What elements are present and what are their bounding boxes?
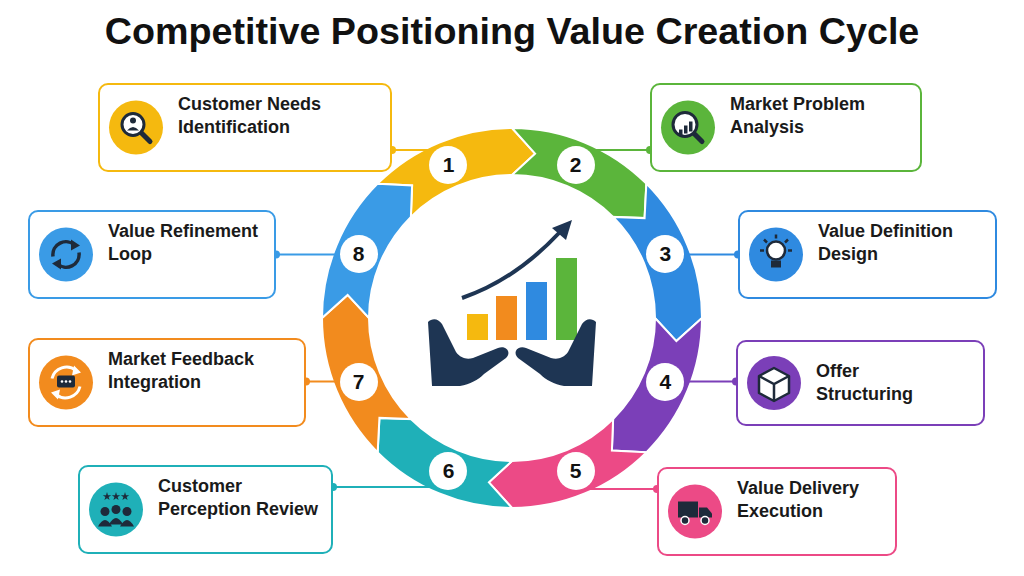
leader-group — [302, 378, 344, 386]
leader-group — [680, 250, 742, 258]
leader-line — [276, 253, 340, 255]
callout-number: 3 — [660, 242, 672, 266]
step-number: 8 — [340, 235, 378, 273]
step-icon — [659, 469, 735, 554]
ring-segment — [612, 318, 702, 452]
callout-number: 6 — [443, 459, 455, 483]
leader-line — [333, 487, 448, 490]
step-icon — [738, 342, 814, 424]
step-number: 4 — [646, 363, 684, 401]
step-label: Value Definition Design — [818, 220, 993, 266]
leader-group — [680, 378, 740, 386]
step-icon — [652, 85, 728, 170]
step-icon — [100, 85, 176, 170]
callout-number: 7 — [353, 370, 365, 394]
ring-segment — [512, 128, 646, 218]
step-label: Customer Perception Review — [158, 475, 331, 521]
step-box: Offer Structuring — [736, 340, 985, 426]
ring-segment — [322, 295, 411, 452]
ring-segment — [613, 184, 702, 341]
step-label: Market Problem Analysis — [730, 93, 920, 139]
step-box: Value Refinement Loop — [28, 210, 276, 299]
step-box: Market Feedback Integration — [28, 338, 306, 427]
step-number: 1 — [429, 146, 467, 184]
ring-segment — [489, 419, 646, 508]
step-number: 7 — [340, 363, 378, 401]
step-box: Market Problem Analysis — [650, 83, 922, 172]
step-icon — [740, 212, 816, 297]
leader-line — [306, 381, 340, 383]
step-box: Customer Needs Identification — [98, 83, 392, 172]
step-icon — [30, 212, 106, 297]
step-box: Customer Perception Review — [78, 465, 333, 554]
leader-line — [576, 489, 657, 490]
leader-group — [272, 250, 344, 258]
step-box: Value Delivery Execution — [657, 467, 897, 556]
callout-number: 1 — [443, 153, 455, 177]
step-label: Customer Needs Identification — [178, 93, 378, 139]
step-box: Value Definition Design — [738, 210, 997, 299]
leader-line — [684, 253, 738, 255]
step-number: 5 — [557, 452, 595, 490]
leader-line — [684, 381, 736, 383]
step-label: Value Delivery Execution — [737, 477, 887, 523]
ring-segment — [322, 184, 412, 318]
step-label: Value Refinement Loop — [108, 220, 273, 266]
ring-segment — [378, 418, 512, 508]
step-icon — [80, 467, 156, 552]
step-number: 2 — [557, 146, 595, 184]
callout-number: 8 — [353, 242, 365, 266]
diagram-title: Competitive Positioning Value Creation C… — [0, 10, 1024, 53]
callout-number: 5 — [570, 459, 582, 483]
callout-number: 2 — [570, 153, 582, 177]
step-label: Market Feedback Integration — [108, 348, 298, 394]
step-icon — [30, 340, 106, 425]
callout-number: 4 — [660, 370, 672, 394]
growth-hands-icon — [428, 220, 596, 386]
step-label: Offer Structuring — [816, 360, 946, 406]
